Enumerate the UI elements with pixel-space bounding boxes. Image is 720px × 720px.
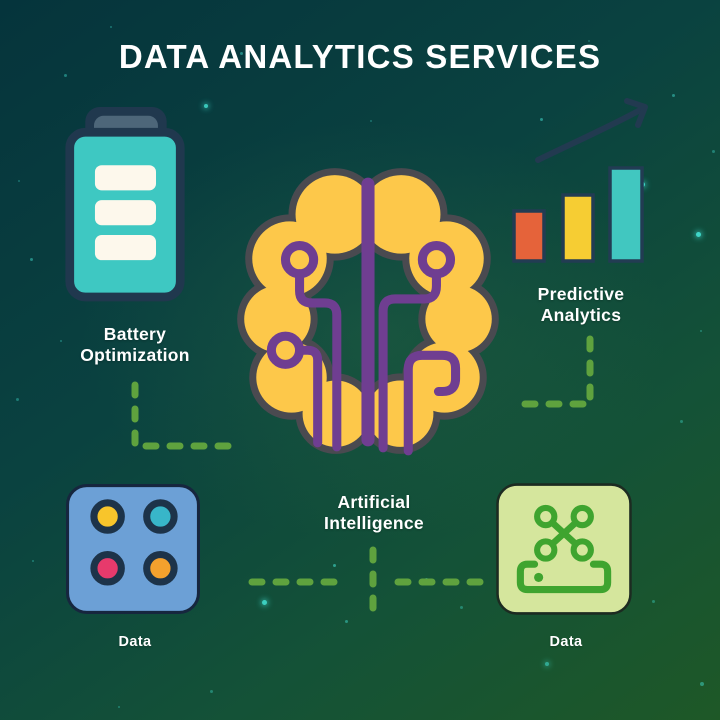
data-dots-grid-icon — [65, 483, 201, 615]
brain-circuit-icon — [237, 154, 499, 466]
predictive-analytics-label: Predictive Analytics — [537, 284, 625, 325]
connector-predictive-to-brain — [515, 335, 594, 408]
arrow-up-icon — [535, 106, 645, 163]
data-right-label: Data — [549, 634, 583, 650]
connector-battery-to-brain — [131, 381, 235, 450]
artificial-intelligence-label: Artificial Intelligence — [324, 492, 424, 533]
data-left-label: Data — [118, 634, 152, 650]
page-title: DATA ANALYTICS SERVICES — [118, 38, 602, 75]
battery-icon — [62, 98, 188, 308]
battery-optimization-label: Battery Optimization — [80, 324, 190, 365]
growth-bar-chart-icon — [505, 98, 655, 268]
data-collection-tray-icon — [495, 482, 633, 616]
